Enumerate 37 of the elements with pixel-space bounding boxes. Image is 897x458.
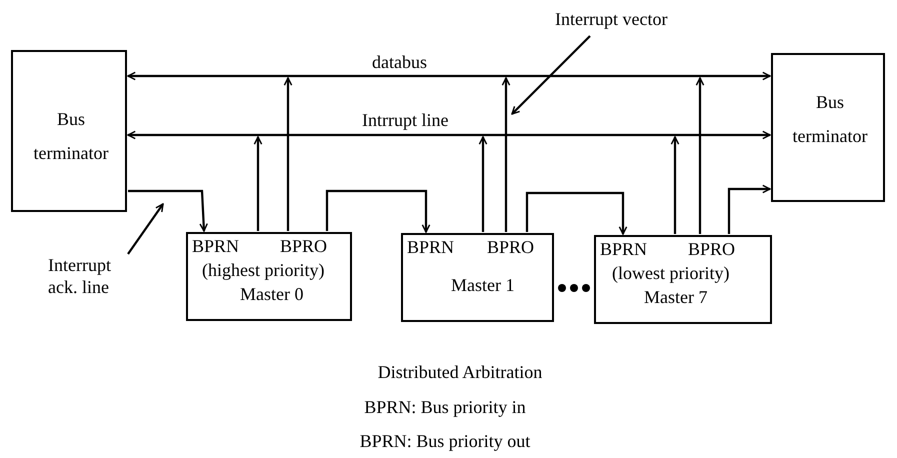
arrow: [728, 184, 771, 234]
bus-terminator-box: [11, 50, 127, 212]
annotation-text: Interrupt vector: [555, 8, 668, 30]
bus-terminator-box: [771, 53, 885, 202]
box-label: (highest priority): [202, 260, 324, 280]
arrow: [478, 136, 488, 232]
signal-label: BPRO: [487, 237, 534, 257]
signal-label: BPRO: [280, 236, 328, 256]
arrow: [502, 77, 510, 232]
bus-master-box: [186, 232, 352, 321]
signal-label: BPRN: [192, 236, 240, 256]
box-label: Master 7: [644, 287, 708, 307]
bus-line: [127, 72, 771, 80]
arrow: [254, 136, 262, 231]
definition-text: BPRN: Bus priority out: [360, 431, 530, 452]
arrow: [526, 192, 628, 235]
box-label: Master 0: [240, 284, 304, 304]
box-label: Bus terminator: [32, 108, 110, 165]
signal-label: BPRN: [600, 239, 648, 259]
box-label: (lowest priority): [612, 263, 730, 283]
arrow: [670, 136, 680, 234]
bus-master-box: [401, 233, 554, 322]
leader-line: [127, 203, 164, 255]
box-label: Bus terminator: [792, 91, 868, 148]
box-label: Master 1: [451, 275, 514, 295]
signal-label: BPRN: [407, 237, 454, 257]
arrow: [128, 190, 208, 232]
bus-line: [127, 130, 771, 140]
arrow: [284, 77, 292, 231]
figure-caption: Distributed Arbitration: [378, 362, 542, 383]
arrow: [326, 190, 430, 233]
annotation-text: Interrupt ack. line: [48, 254, 128, 298]
definition-text: BPRN: Bus priority in: [364, 397, 526, 418]
arrow: [696, 77, 704, 234]
signal-label: BPRO: [688, 239, 736, 259]
bus-master-box: [594, 235, 772, 324]
leader-line: [511, 35, 591, 115]
